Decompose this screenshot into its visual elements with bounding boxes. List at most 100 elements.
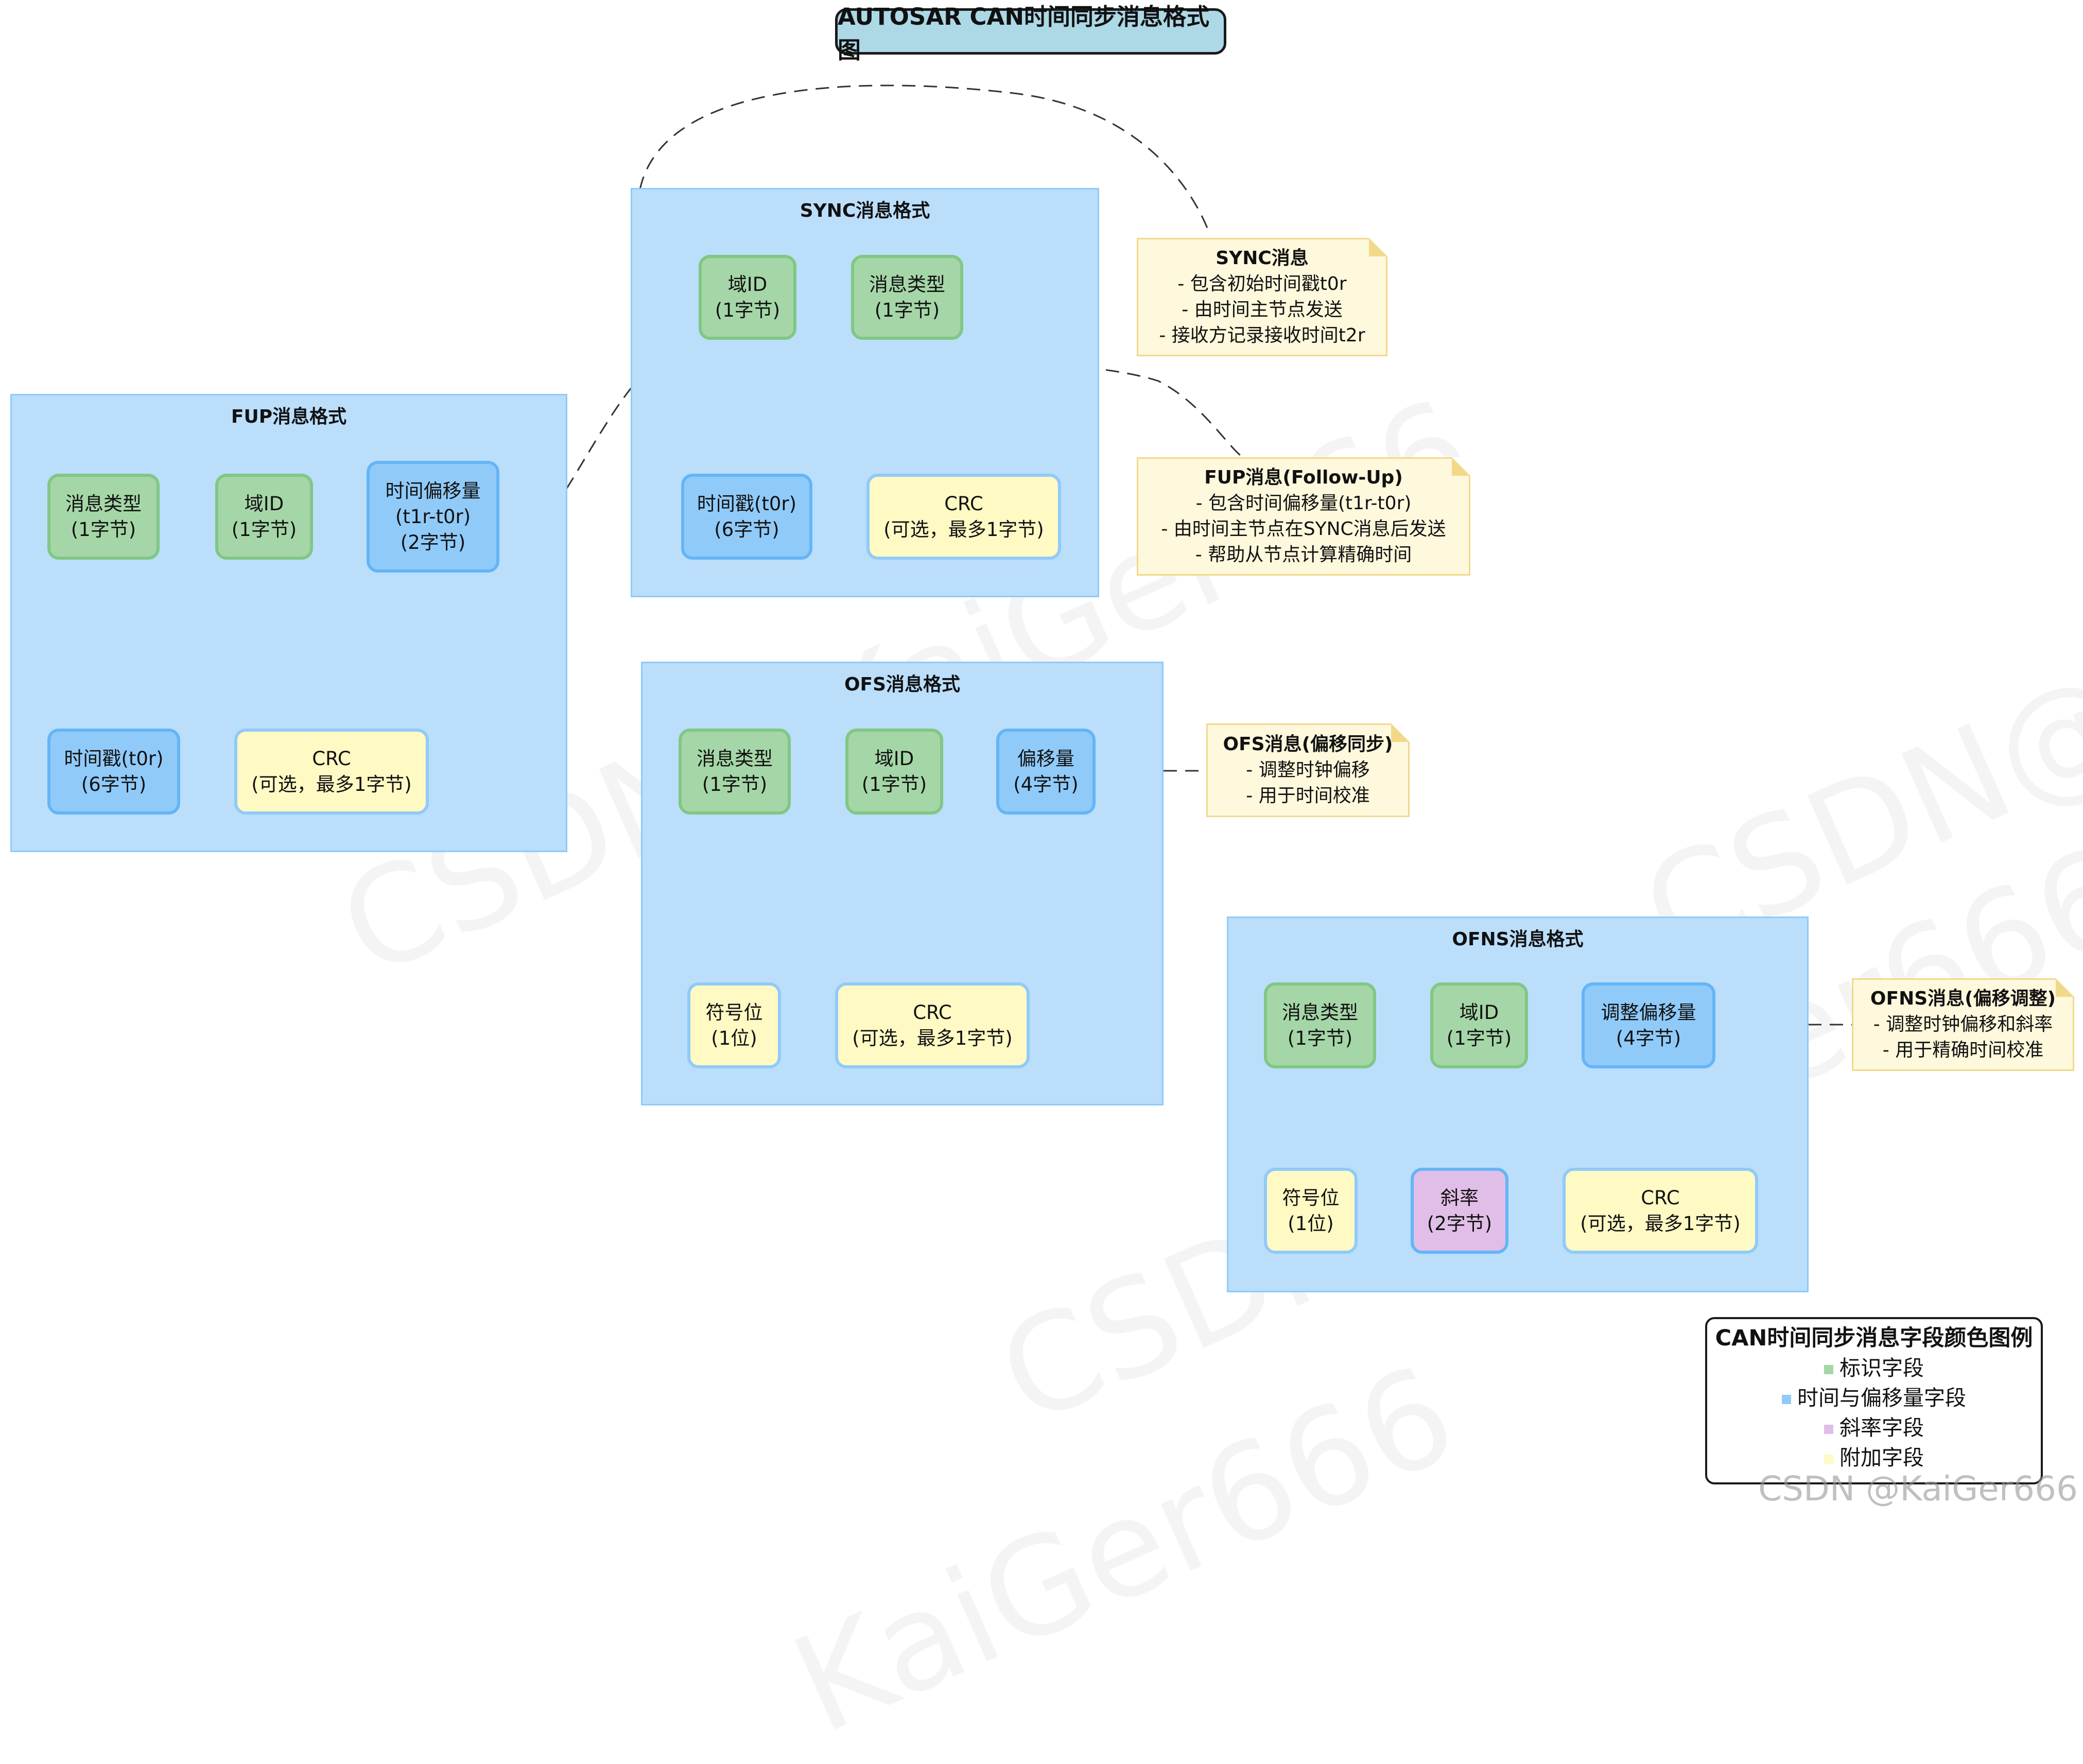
fup-package-title: FUP消息格式 [231,406,347,427]
field-name: CRC [913,1001,952,1024]
color-legend: CAN时间同步消息字段颜色图例 标识字段 时间与偏移量字段 斜率字段 附加字段 [1705,1317,2043,1484]
field-name: 斜率 [1440,1186,1479,1209]
ofs-note-line: - 用于时间校准 [1246,785,1370,806]
ofns-adjust-offset-field: 调整偏移量 (4字节) [1582,982,1715,1068]
field-name: CRC [312,747,351,770]
field-name: 调整偏移量 [1601,1001,1696,1024]
sync-note: SYNC消息 - 包含初始时间戳t0r - 由时间主节点发送 - 接收方记录接收… [1137,238,1387,356]
field-name: 消息类型 [869,273,945,296]
sync-note-line: - 包含初始时间戳t0r [1177,273,1347,295]
ofns-note-line: - 调整时钟偏移和斜率 [1873,1014,2053,1035]
legend-title: CAN时间同步消息字段颜色图例 [1715,1325,2033,1351]
sync-note-line: - 由时间主节点发送 [1182,299,1343,320]
ofs-package-title: OFS消息格式 [844,674,961,695]
fup-note-line: - 帮助从节点计算精确时间 [1195,544,1412,565]
legend-item-slope: 斜率字段 [1707,1413,2041,1443]
field-size: (6字节) [714,518,779,541]
field-name: 偏移量 [1017,747,1074,770]
ofns-crc-field: CRC (可选，最多1字节) [1563,1168,1758,1254]
field-name: CRC [944,492,983,515]
legend-label: 附加字段 [1839,1445,1924,1470]
sync-note-line: - 接收方记录接收时间t2r [1159,325,1365,346]
field-name: CRC [1641,1186,1680,1209]
fup-crc-field: CRC (可选，最多1字节) [234,729,429,815]
legend-label: 标识字段 [1839,1356,1924,1380]
sync-message-type-field: 消息类型 (1字节) [851,255,963,340]
legend-swatch [1824,1365,1833,1374]
field-size: (可选，最多1字节) [1580,1212,1741,1235]
field-size: (1字节) [1446,1027,1512,1049]
page-title: AUTOSAR CAN时间同步消息格式图 [835,3,1226,64]
ofs-note-title: OFS消息(偏移同步) [1223,734,1393,755]
field-name: 时间戳(t0r) [697,492,797,515]
field-size: (2字节) [1427,1212,1492,1235]
field-name: 域ID [727,273,768,296]
fup-note-line: - 包含时间偏移量(t1r-t0r) [1195,493,1412,514]
field-name: 符号位 [1282,1186,1340,1209]
field-detail: (t1r-t0r) [395,505,471,528]
field-name: 域ID [874,747,914,770]
field-size: (1位) [1288,1212,1334,1235]
fup-domain-id-field: 域ID (1字节) [215,474,313,560]
legend-swatch [1824,1455,1833,1464]
sync-crc-field: CRC (可选，最多1字节) [866,474,1061,560]
field-size: (1字节) [715,299,780,321]
sync-note-title: SYNC消息 [1216,248,1309,269]
field-name: 域ID [1459,1001,1499,1024]
field-size: (1字节) [861,773,927,795]
field-size: (可选，最多1字节) [251,773,412,795]
note-fold-icon [1369,238,1387,256]
ofs-domain-id-field: 域ID (1字节) [845,729,943,815]
field-size: (2字节) [400,531,466,554]
sync-domain-id-field: 域ID (1字节) [699,255,796,340]
sync-timestamp-field: 时间戳(t0r) (6字节) [681,474,812,560]
field-name: 时间戳(t0r) [64,747,164,770]
field-name: 消息类型 [697,747,773,770]
legend-label: 时间与偏移量字段 [1797,1386,1966,1410]
fup-timestamp-field: 时间戳(t0r) (6字节) [47,729,180,815]
ofns-sign-bit-field: 符号位 (1位) [1264,1168,1358,1254]
fup-note-line: - 由时间主节点在SYNC消息后发送 [1161,518,1446,540]
ofs-note-line: - 调整时钟偏移 [1246,759,1370,781]
field-size: (可选，最多1字节) [852,1027,1013,1049]
fup-time-offset-field: 时间偏移量 (t1r-t0r) (2字节) [367,461,499,573]
field-size: (4字节) [1013,773,1079,795]
note-fold-icon [1391,723,1410,742]
fup-note: FUP消息(Follow-Up) - 包含时间偏移量(t1r-t0r) - 由时… [1137,457,1470,576]
field-name: 域ID [244,492,284,515]
field-name: 符号位 [705,1001,763,1024]
legend-item-time-offset: 时间与偏移量字段 [1707,1383,2041,1413]
fup-message-type-field: 消息类型 (1字节) [47,474,160,560]
field-size: (1字节) [702,773,768,795]
field-size: (1字节) [1287,1027,1353,1049]
sync-package-title: SYNC消息格式 [800,200,930,221]
note-fold-icon [2056,978,2074,997]
field-size: (1字节) [71,518,136,541]
field-name: 时间偏移量 [385,479,481,502]
fup-note-title: FUP消息(Follow-Up) [1204,467,1403,488]
field-size: (1字节) [231,518,297,541]
ofs-crc-field: CRC (可选，最多1字节) [835,982,1030,1068]
note-fold-icon [1452,457,1470,476]
field-size: (1位) [711,1027,757,1049]
sync-note-connector [639,84,1211,235]
legend-item-identifier: 标识字段 [1707,1353,2041,1383]
legend-item-additional: 附加字段 [1707,1443,2041,1473]
ofns-note-title: OFNS消息(偏移调整) [1870,988,2056,1009]
ofns-domain-id-field: 域ID (1字节) [1430,982,1528,1068]
field-size: (可选，最多1字节) [883,518,1044,541]
legend-label: 斜率字段 [1839,1415,1924,1440]
field-name: 消息类型 [65,492,142,515]
csdn-watermark: CSDN @KaiGer666 [1758,1469,2078,1509]
field-size: (1字节) [874,299,940,321]
ofs-message-type-field: 消息类型 (1字节) [679,729,791,815]
ofns-package-title: OFNS消息格式 [1452,929,1584,950]
field-size: (6字节) [81,773,147,795]
ofs-offset-field: 偏移量 (4字节) [996,729,1096,815]
legend-swatch [1824,1425,1833,1434]
ofs-sign-bit-field: 符号位 (1位) [687,982,781,1068]
ofns-message-type-field: 消息类型 (1字节) [1264,982,1376,1068]
field-name: 消息类型 [1282,1001,1358,1024]
field-size: (4字节) [1616,1027,1681,1049]
ofns-slope-field: 斜率 (2字节) [1411,1168,1508,1254]
